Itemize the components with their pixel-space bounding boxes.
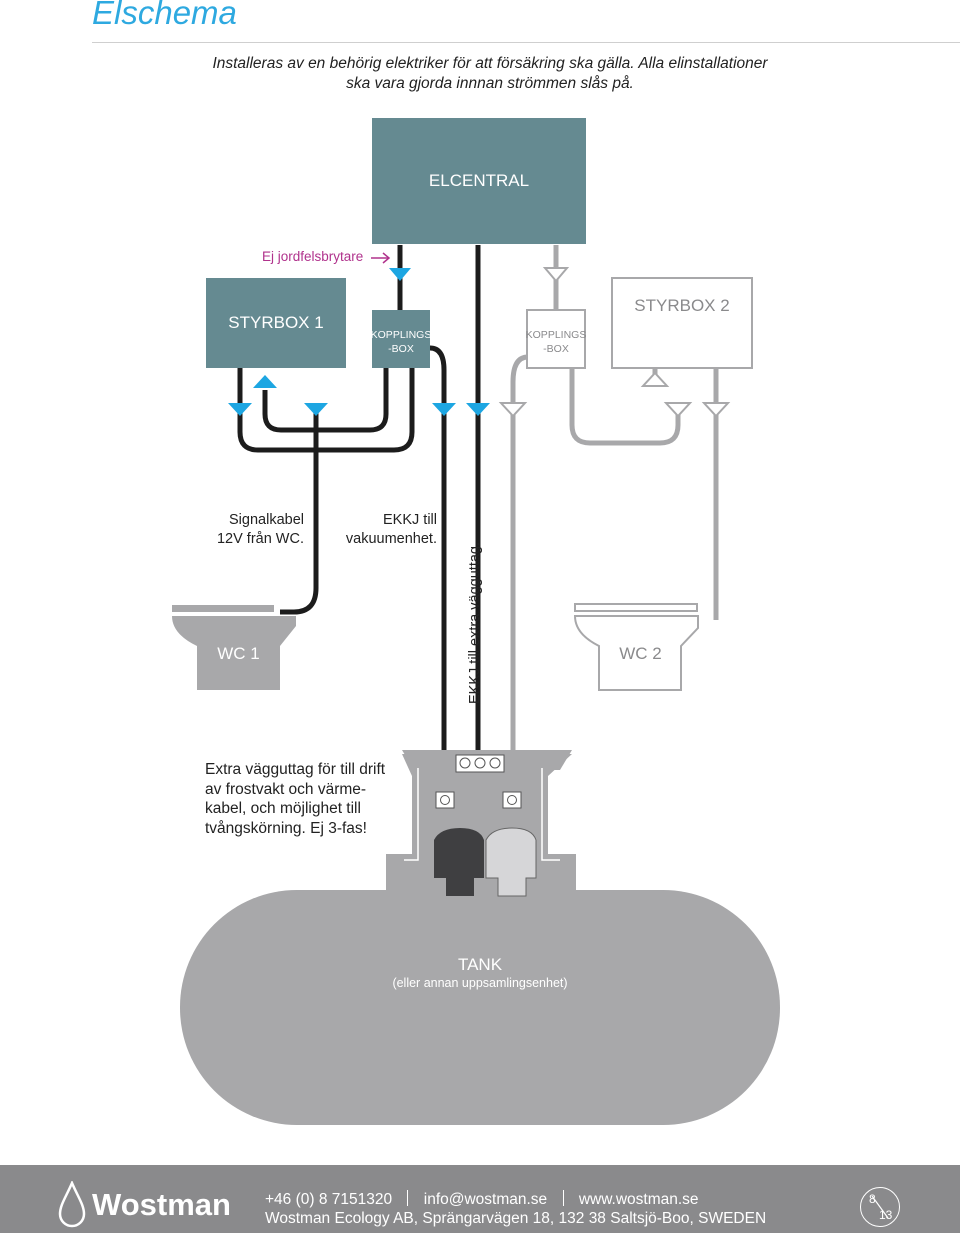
- connector-styrbox1-a: [228, 403, 252, 416]
- wc-1-shape: [172, 605, 296, 690]
- signalkabel-line-2: 12V från WC.: [216, 531, 304, 547]
- intro-line-1: Installeras av en behörig elektriker för…: [212, 55, 768, 72]
- page-current: 8: [869, 1192, 876, 1206]
- black-cable-loop-inner: [262, 368, 389, 433]
- page-number-badge: 8 13: [860, 1187, 900, 1227]
- ekkj-vakuum-line-1: EKKJ till: [383, 512, 437, 528]
- black-cable-signal-wc1: [280, 410, 319, 615]
- connector-kopplings-a: [432, 403, 456, 416]
- black-cables: [237, 245, 481, 754]
- ekkj-vaegguttag-label: EKKJ till extra vägguttag.: [467, 542, 483, 704]
- ekkj-vakuum-label: EKKJ till vakuumenhet.: [330, 511, 437, 549]
- wc-1-label: WC 1: [217, 644, 260, 663]
- footer-address: Wostman Ecology AB, Sprängarvägen 18, 13…: [265, 1210, 767, 1227]
- connector-elcentral-grey: [542, 267, 570, 283]
- elcentral-label: ELCENTRAL: [428, 171, 530, 190]
- extra-note-line-3: kabel, och möjlighet till: [205, 800, 361, 817]
- title-divider: [92, 42, 960, 43]
- wc-2-label: WC 2: [619, 644, 662, 663]
- grey-connectors: [498, 267, 731, 418]
- connector-styrbox2-up: [640, 371, 670, 387]
- wc-2-shape: [573, 603, 699, 691]
- kopplingsbox-left-line-2: -BOX: [388, 343, 414, 355]
- connector-right-a: [498, 402, 528, 418]
- extra-vaegguttag-note: Extra vägguttag för till drift av frostv…: [205, 760, 385, 838]
- footer-sep-1: [407, 1190, 409, 1206]
- kopplingsbox-left: [372, 310, 430, 368]
- connector-styrbox2-a: [663, 402, 693, 418]
- grey-cable-styrbox2-loop: [569, 368, 681, 446]
- blue-connectors: [228, 268, 490, 416]
- connector-styrbox1-b: [304, 403, 328, 416]
- drop-logo-icon: [58, 1181, 86, 1228]
- footer: Wostman +46 (0) 8 7151320 info@wostman.s…: [0, 1165, 960, 1233]
- magenta-arrow: [371, 252, 391, 264]
- connector-elcentral-blue: [389, 268, 411, 281]
- footer-email[interactable]: info@wostman.se: [423, 1191, 548, 1208]
- kopplingsbox-left-label: KOPPLINGS -BOX: [362, 328, 440, 356]
- signalkabel-line-1: Signalkabel: [229, 512, 304, 528]
- connector-kopplings-b: [466, 403, 490, 416]
- wiring-diagram: [172, 118, 780, 1125]
- connector-styrbox1-up: [253, 375, 277, 388]
- styrbox-2-box: [611, 277, 753, 369]
- styrbox-1-label: STYRBOX 1: [228, 313, 324, 332]
- page-slash-icon: [871, 1195, 889, 1219]
- intro-line-2: ska vara gjorda innnan strömmen slås på.: [346, 75, 634, 92]
- extra-note-line-2: av frostvakt och värme-: [205, 780, 367, 798]
- grey-cable-kopplings-vertical: [510, 354, 529, 410]
- footer-phone: +46 (0) 8 7151320: [265, 1191, 393, 1208]
- ej-jordfelsbrytare-label: Ej jordfelsbrytare: [262, 249, 364, 264]
- intro-text: Installeras av en behörig elektriker för…: [180, 54, 800, 94]
- kopplingsbox-right-label: KOPPLINGS -BOX: [517, 328, 595, 356]
- black-cable-kopplings-tank: [429, 345, 447, 410]
- tank-subtitle: (eller annan uppsamlingsenhet): [392, 976, 568, 990]
- styrbox-1-box: [206, 278, 346, 368]
- kopplingsbox-right: [526, 309, 586, 369]
- styrbox-2-label: STYRBOX 2: [634, 296, 730, 315]
- signalkabel-label: Signalkabel 12V från WC.: [200, 511, 304, 549]
- tank-label: TANK (eller annan uppsamlingsenhet): [330, 955, 630, 991]
- kopplingsbox-right-line-1: KOPPLINGS: [525, 329, 587, 341]
- elcentral-box: [372, 118, 586, 244]
- brand-name: Wostman: [92, 1187, 231, 1222]
- extra-note-line-1: Extra vägguttag för till drift: [205, 761, 386, 778]
- page-title: Elschema: [92, 0, 237, 31]
- black-cable-loop-outer: [237, 368, 415, 453]
- page-total: 13: [879, 1208, 893, 1222]
- connector-styrbox2-b: [701, 402, 731, 418]
- footer-web[interactable]: www.wostman.se: [578, 1191, 699, 1208]
- ekkj-vakuum-line-2: vakuumenhet.: [345, 531, 437, 547]
- kopplingsbox-left-line-1: KOPPLINGS: [370, 329, 432, 341]
- tank-title: TANK: [457, 955, 503, 974]
- kopplingsbox-right-line-2: -BOX: [543, 343, 569, 355]
- extra-note-line-4: tvångskörning. Ej 3-fas!: [205, 819, 367, 837]
- footer-sep-2: [562, 1190, 564, 1206]
- footer-contact: +46 (0) 8 7151320 info@wostman.se www.wo…: [265, 1190, 699, 1209]
- tank-shape: [180, 750, 780, 1125]
